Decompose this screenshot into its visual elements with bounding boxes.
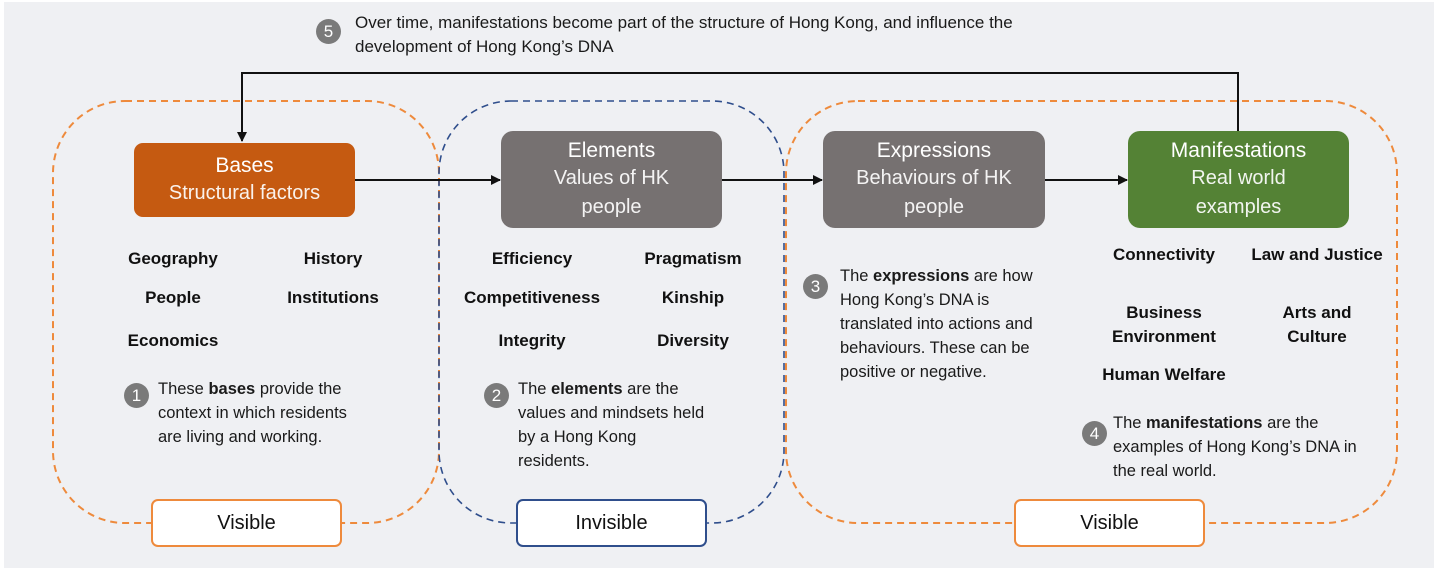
elements-subtitle-1: Values of HK [553, 167, 670, 189]
note-4-text: The manifestations are the examples of H… [1113, 414, 1357, 480]
note-3-number: 3 [803, 274, 828, 299]
invisible-tag: Invisible [516, 499, 707, 547]
expressions-subtitle-2: people [903, 196, 965, 218]
example-law-and-justice: Law and Justice [1251, 245, 1383, 264]
example-connectivity: Connectivity [1112, 245, 1216, 264]
feedback-note-line-1: Over time, manifestations become part of… [355, 13, 1013, 32]
factor-geography: Geography [128, 249, 218, 268]
manifestations-subtitle-1: Real world [1191, 167, 1286, 189]
note-2-text: The elements are the values and mindsets… [518, 380, 705, 470]
manifestations-subtitle-2: examples [1195, 196, 1282, 218]
value-diversity: Diversity [657, 331, 729, 350]
factor-institutions: Institutions [287, 288, 379, 307]
elements-title: Elements [567, 139, 656, 162]
bases-title: Bases [215, 154, 274, 177]
note-2-number: 2 [484, 383, 509, 408]
elements-box: Elements Values of HK people [501, 131, 722, 228]
visible-tag-left: Visible [151, 499, 342, 547]
example-human-welfare: Human Welfare [1102, 365, 1226, 384]
manifestations-title: Manifestations [1170, 139, 1307, 162]
expressions-title: Expressions [876, 139, 992, 162]
expressions-box: Expressions Behaviours of HK people [823, 131, 1045, 228]
factor-history: History [303, 249, 363, 268]
visible-tag-right: Visible [1014, 499, 1205, 547]
note-1-text: These bases provide the context in which… [158, 380, 347, 446]
step-number-badge: 5 [316, 19, 341, 44]
value-integrity: Integrity [498, 331, 566, 350]
factor-people: People [145, 288, 201, 307]
value-kinship: Kinship [661, 288, 725, 307]
value-pragmatism: Pragmatism [644, 249, 742, 268]
feedback-loop-arrow [237, 72, 1239, 142]
example-business-environment: Business Environment [1112, 303, 1216, 346]
feedback-note-line-2: development of Hong Kong’s DNA [355, 37, 614, 56]
value-efficiency: Efficiency [491, 249, 573, 268]
manifestations-box: Manifestations Real world examples [1128, 131, 1349, 228]
value-competitiveness: Competitiveness [463, 288, 601, 307]
factor-economics: Economics [127, 331, 219, 350]
elements-subtitle-2: people [581, 196, 642, 218]
note-3-text: The expressions are how Hong Kong’s DNA … [840, 267, 1033, 381]
bases-box: Bases Structural factors [134, 143, 355, 217]
note-1-number: 1 [124, 383, 149, 408]
feedback-note: Over time, manifestations become part of… [355, 11, 1013, 59]
bases-subtitle: Structural factors [168, 182, 321, 204]
note-4-number: 4 [1082, 421, 1107, 446]
expressions-subtitle-1: Behaviours of HK [856, 167, 1012, 189]
example-arts-and-culture: Arts and Culture [1282, 303, 1352, 346]
